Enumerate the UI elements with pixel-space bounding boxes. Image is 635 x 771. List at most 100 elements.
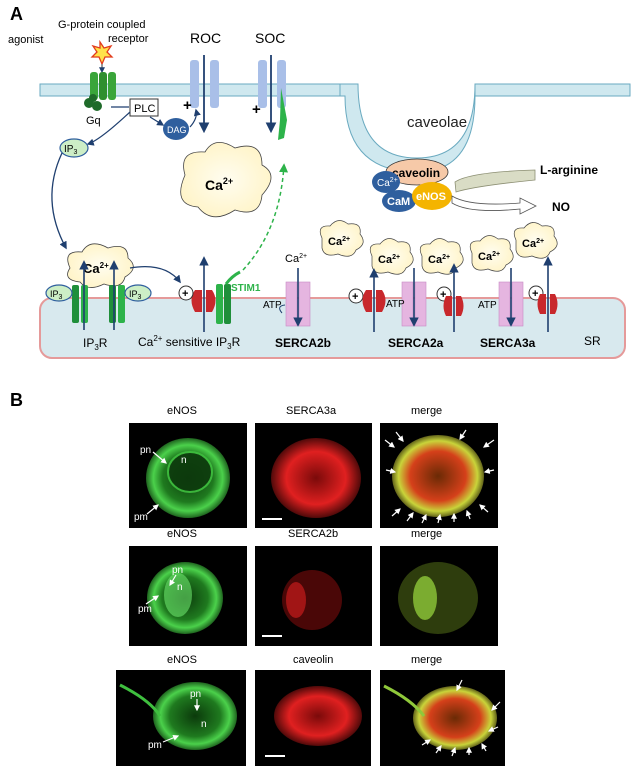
l-arginine-arrow-shape bbox=[454, 169, 536, 193]
plc-label: PLC bbox=[134, 103, 155, 115]
serca3a-pump-icon bbox=[498, 281, 524, 327]
stim1-label: STIM1 bbox=[231, 283, 261, 294]
circled-plus-2-sign: + bbox=[352, 291, 358, 303]
ip3r-red-4-icon bbox=[537, 294, 558, 314]
svg-text:Ca2+: Ca2+ bbox=[378, 254, 400, 266]
serca3a-label: SERCA3a bbox=[480, 336, 536, 350]
ip3r-red-3-icon bbox=[443, 296, 464, 316]
gq-protein-icon bbox=[84, 94, 102, 111]
ca-cloud-small-3: Ca2+ bbox=[419, 238, 464, 275]
ca-cloud-ip3r: Ca2+ bbox=[67, 243, 134, 288]
enos-bubble bbox=[412, 182, 452, 210]
row3-n-label: n bbox=[201, 719, 207, 730]
row1-serca3a-image bbox=[255, 423, 372, 528]
ca-to-ca-sensitive-ip3r-arrow bbox=[129, 265, 181, 284]
row3-merge-arrows bbox=[421, 679, 501, 757]
ip3r-red-2-icon bbox=[362, 290, 386, 312]
roc-plus-sign: + bbox=[183, 97, 192, 114]
row2-title-enos: eNOS bbox=[167, 528, 197, 540]
svg-text:Ca2+: Ca2+ bbox=[205, 176, 233, 193]
row3-title-merge: merge bbox=[411, 654, 442, 666]
caveolin-label: caveolin bbox=[392, 166, 440, 180]
row2-merge-image bbox=[380, 546, 498, 646]
ca-cloud-small-1: Ca2+ bbox=[319, 220, 364, 257]
ca-bubble-caveolae bbox=[372, 171, 400, 193]
gpcr-label-line1: G-protein coupled bbox=[58, 19, 145, 31]
ca-sensitive-ip3r-label: Ca2+ sensitive IP3R bbox=[138, 334, 241, 351]
gq-label: Gq bbox=[86, 115, 101, 127]
svg-text:Ca2+: Ca2+ bbox=[328, 236, 350, 248]
circled-plus-2 bbox=[348, 288, 364, 304]
agonist-star-icon bbox=[90, 39, 114, 66]
row3-pm-arrow bbox=[162, 734, 180, 743]
serca2a-label: SERCA2a bbox=[388, 336, 444, 350]
row1-pn-arrow bbox=[152, 451, 167, 464]
ca-cloud-small-5: Ca2+ bbox=[513, 222, 558, 259]
row2-pm-arrow bbox=[145, 595, 159, 605]
gpcr-label-line2: receptor bbox=[108, 33, 149, 45]
serca2a-atp-label: ATP bbox=[386, 299, 405, 310]
plc-box bbox=[129, 98, 159, 117]
serca2b-ca-label: Ca2+ bbox=[285, 253, 307, 265]
row2-pn-arrow bbox=[169, 574, 177, 587]
row2-enos-image bbox=[129, 546, 247, 646]
row1-pm-arrow bbox=[146, 504, 159, 515]
ca-cloud-cytosol: Ca2+ bbox=[180, 142, 272, 218]
row1-merge-arrows bbox=[384, 429, 495, 524]
circled-plus-ip3r bbox=[178, 285, 194, 301]
row2-pm-label: pm bbox=[138, 604, 152, 615]
row2-serca2b-image bbox=[255, 546, 372, 646]
svg-text:Ca2+: Ca2+ bbox=[478, 251, 500, 263]
ip3r-label: IP3R bbox=[83, 336, 108, 352]
row2-n-label: n bbox=[177, 582, 183, 593]
plc-to-ip3-arrow bbox=[86, 111, 131, 146]
row1-title-serca3a: SERCA3a bbox=[286, 405, 337, 417]
row2-title-serca2b: SERCA2b bbox=[288, 528, 338, 540]
circled-plus-3-sign: + bbox=[440, 289, 446, 301]
circled-plus-ip3r-sign: + bbox=[182, 288, 188, 300]
soc-label: SOC bbox=[255, 30, 285, 46]
roc-channel-icon bbox=[190, 60, 219, 108]
ip3-pill bbox=[59, 138, 89, 158]
svg-text:Ca2+: Ca2+ bbox=[428, 254, 450, 266]
stim1-icon bbox=[216, 270, 241, 324]
row3-title-caveolin: caveolin bbox=[293, 654, 333, 666]
caveolae-label: caveolae bbox=[407, 114, 467, 131]
soc-channel-icon bbox=[258, 60, 287, 140]
sr-label: SR bbox=[584, 334, 601, 348]
row3-pn-label: pn bbox=[190, 689, 201, 700]
serca2b-atp-arc bbox=[279, 304, 286, 314]
row1-title-merge: merge bbox=[411, 405, 442, 417]
serca2b-atp-label: ATP bbox=[263, 300, 282, 311]
soc-plus-sign: + bbox=[252, 101, 261, 118]
plasma-membrane-right bbox=[474, 83, 631, 97]
row1-enos-image bbox=[129, 423, 247, 528]
ip3-pill-receptor-1 bbox=[45, 284, 73, 302]
ca-sensitive-ip3r-icon bbox=[191, 290, 216, 312]
ca-cloud-small-4: Ca2+ bbox=[469, 235, 514, 272]
caveolae-membrane bbox=[339, 83, 476, 173]
no-output-arrow bbox=[451, 195, 537, 215]
enos-label: eNOS bbox=[416, 191, 446, 203]
serca2b-label: SERCA2b bbox=[275, 336, 331, 350]
roc-label: ROC bbox=[190, 30, 221, 46]
cam-label: CaM bbox=[387, 196, 410, 208]
ca-cloud-small-2: Ca2+ bbox=[369, 238, 414, 275]
dag-to-roc-arrow bbox=[189, 108, 201, 128]
row1-pm-label: pm bbox=[134, 512, 148, 523]
panel-a-label: A bbox=[10, 4, 23, 24]
circled-plus-4-sign: + bbox=[532, 288, 538, 300]
row3-pm-label: pm bbox=[148, 740, 162, 751]
row3-caveolin-image bbox=[255, 670, 371, 766]
svg-text:Ca2+: Ca2+ bbox=[522, 238, 544, 250]
ip3-pill-receptor-2-label: IP3 bbox=[129, 289, 142, 301]
serca3a-atp-label: ATP bbox=[478, 300, 497, 311]
ip3-to-ip3r-arrow bbox=[51, 152, 67, 250]
plc-to-dag-arrow bbox=[149, 116, 165, 126]
row2-pn-label: pn bbox=[172, 565, 183, 576]
row3-merge-image bbox=[380, 670, 505, 766]
cam-bubble bbox=[382, 190, 416, 212]
serca2a-pump-icon bbox=[401, 281, 427, 327]
serca2b-pump-icon bbox=[285, 281, 311, 327]
